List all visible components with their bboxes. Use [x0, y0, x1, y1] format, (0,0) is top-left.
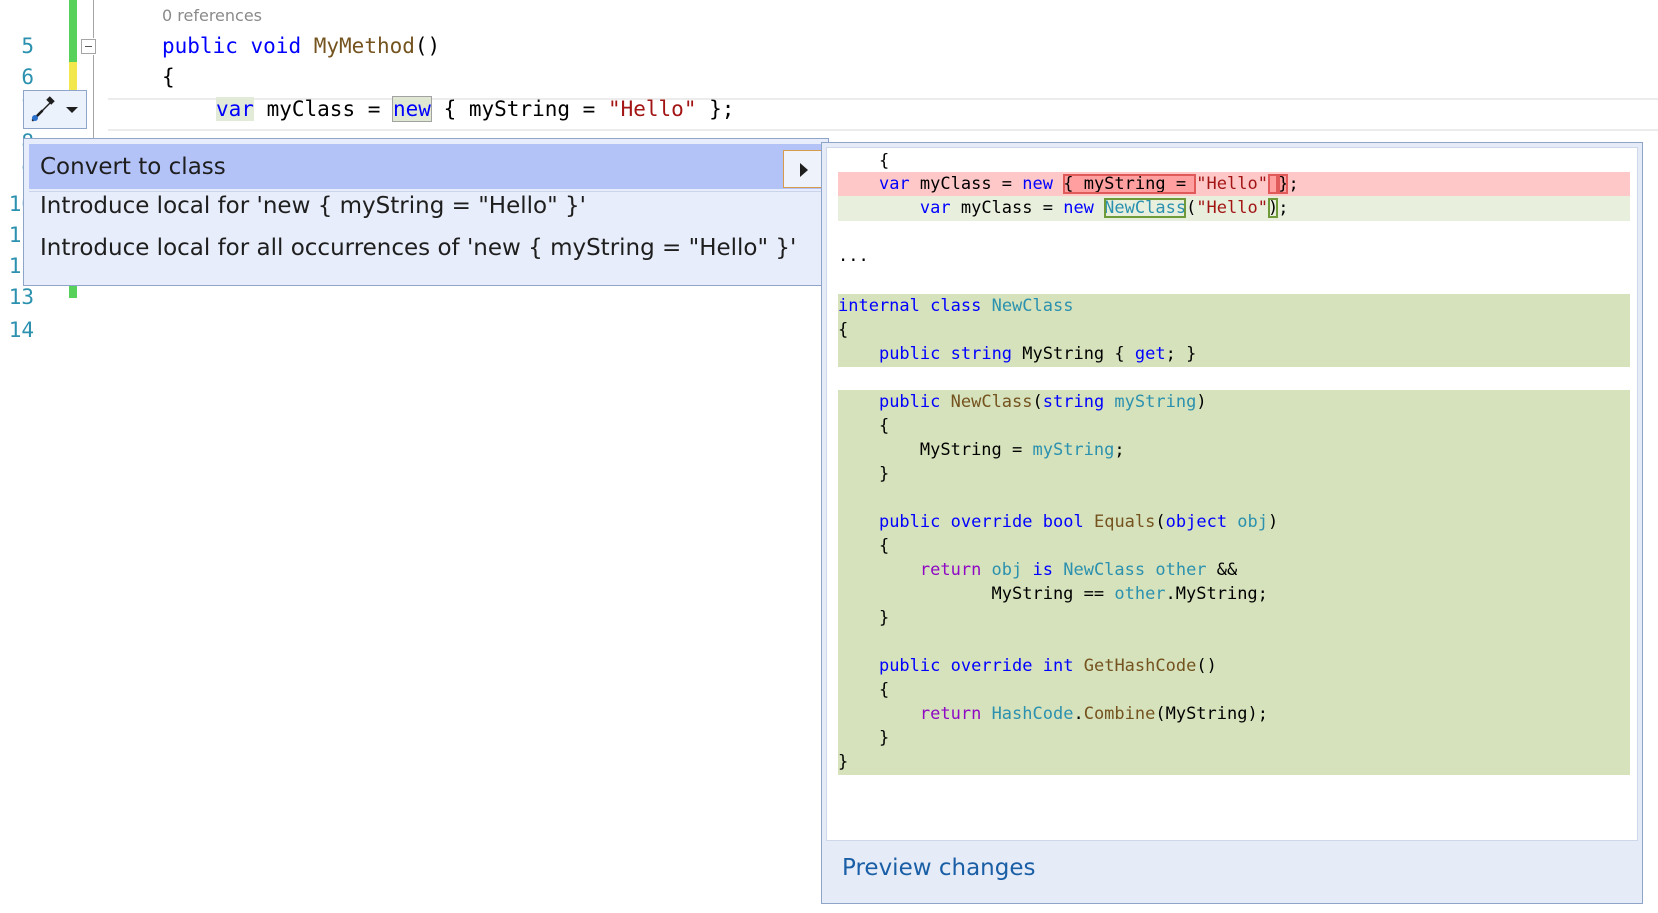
preview-line-added: MyString = myString; [838, 438, 1630, 463]
preview-line-added [838, 630, 1630, 655]
preview-line-added: return HashCode.Combine(MyString); [838, 702, 1630, 727]
preview-line: { [838, 151, 890, 171]
keyword-var: var [216, 97, 254, 121]
preview-changes-link[interactable]: Preview changes [842, 855, 1036, 881]
menu-item-label: Convert to class [40, 154, 226, 180]
preview-line-added: public override bool Equals(object obj) [838, 510, 1630, 535]
code-line[interactable]: { [162, 65, 175, 89]
code-text: { myString = [430, 97, 608, 121]
line-number: 6 [21, 65, 34, 89]
keyword-new-highlighted: new [392, 96, 432, 122]
menu-item-introduce-local[interactable]: Introduce local for 'new { myString = "H… [40, 193, 586, 219]
code-text: () [414, 34, 441, 58]
codelens-references[interactable]: 0 references [162, 6, 262, 25]
submenu-arrow-button[interactable] [783, 150, 825, 188]
quick-actions-button[interactable] [23, 90, 87, 129]
change-marker-saved [69, 0, 77, 62]
menu-item-convert-to-class[interactable]: Convert to class [29, 144, 825, 189]
preview-line-added: internal class NewClass [838, 294, 1630, 319]
preview-line-added [838, 486, 1630, 511]
preview-line-added: { [838, 414, 1630, 439]
current-line-highlight [108, 98, 1658, 131]
line-number: 13 [8, 285, 34, 309]
screwdriver-icon [31, 96, 55, 122]
preview-line-added: { [838, 318, 1630, 343]
line-number: 5 [21, 34, 34, 58]
preview-line-added: public string MyString { get; } [838, 342, 1630, 367]
code-text: }; [696, 97, 735, 121]
preview-pane: { var myClass = new { myString = "Hello"… [821, 142, 1643, 904]
preview-line-removed: var myClass = new { myString = "Hello" }… [838, 172, 1630, 197]
menu-item-introduce-local-all[interactable]: Introduce local for all occurrences of '… [40, 235, 797, 261]
preview-line-added: } [838, 606, 1630, 631]
quick-actions-menu: Convert to class Introduce local for 'ne… [23, 138, 829, 286]
code-text: myClass = [253, 97, 394, 121]
added-span: ) [1267, 198, 1279, 218]
menu-divider [29, 191, 825, 192]
preview-line-added: { [838, 678, 1630, 703]
preview-code: { var myClass = new { myString = "Hello"… [826, 147, 1638, 841]
string-literal: "Hello" [607, 97, 697, 121]
code-line-current[interactable]: var myClass = new { myString = "Hello" }… [216, 94, 734, 124]
chevron-down-icon [66, 107, 78, 113]
code-line[interactable]: public void MyMethod() [162, 31, 440, 61]
preview-line-added: MyString == other.MyString; [838, 582, 1630, 607]
removed-span: { myString = [1063, 174, 1197, 194]
preview-ellipsis: ... [838, 246, 869, 266]
preview-line-added: var myClass = new NewClass("Hello"); [838, 196, 1630, 221]
preview-line-added: } [838, 750, 1630, 775]
removed-span [1267, 174, 1279, 194]
keyword: void [250, 34, 302, 58]
preview-line-added: return obj is NewClass other && [838, 558, 1630, 583]
preview-line-added: } [838, 462, 1630, 487]
collapse-icon[interactable] [81, 39, 96, 54]
preview-line-added: { [838, 534, 1630, 559]
line-number: 14 [8, 318, 34, 342]
preview-line-added: public NewClass(string myString) [838, 390, 1630, 415]
preview-line-added: public override int GetHashCode() [838, 654, 1630, 679]
keyword: public [162, 34, 238, 58]
change-marker-unsaved [69, 62, 77, 92]
removed-span: } [1278, 174, 1289, 194]
added-span: NewClass [1104, 198, 1187, 218]
outline-line [93, 0, 94, 38]
method-name: MyMethod [313, 34, 415, 58]
preview-line-added: } [838, 726, 1630, 751]
